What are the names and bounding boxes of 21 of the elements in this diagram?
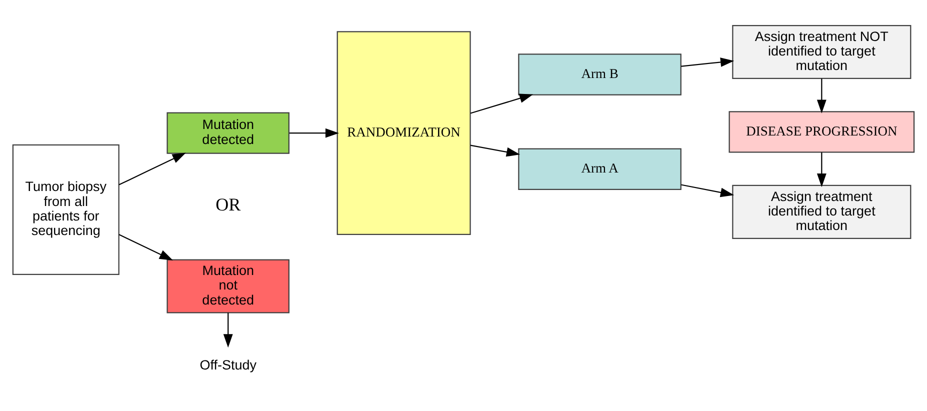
- arrow: [681, 57, 734, 66]
- arrow: [289, 128, 339, 138]
- node-box: Mutation not detected: [166, 258, 290, 313]
- node-box: DISEASE PROGRESSION: [728, 110, 915, 152]
- node-box: Assign treatment identified to target mutation: [732, 184, 912, 238]
- node-box: Arm B: [518, 53, 682, 95]
- node-box: Mutation detected: [166, 112, 290, 154]
- arrow: [816, 78, 826, 113]
- arrow: [681, 184, 734, 197]
- node-box: Tumor biopsy from all patients for sequencing: [12, 144, 120, 274]
- arrow: [118, 152, 186, 185]
- arrow: [816, 152, 826, 187]
- arrow: [470, 93, 534, 114]
- label: OR: [216, 194, 241, 214]
- node-box: Arm A: [518, 148, 682, 190]
- node-text: Off-Study: [200, 357, 256, 372]
- arrow: [118, 234, 173, 260]
- arrow: [470, 144, 520, 156]
- arrow: [223, 312, 233, 348]
- node-box: Assign treatment NOT identified to target mutation: [732, 24, 912, 78]
- node-box: RANDOMIZATION: [336, 30, 471, 234]
